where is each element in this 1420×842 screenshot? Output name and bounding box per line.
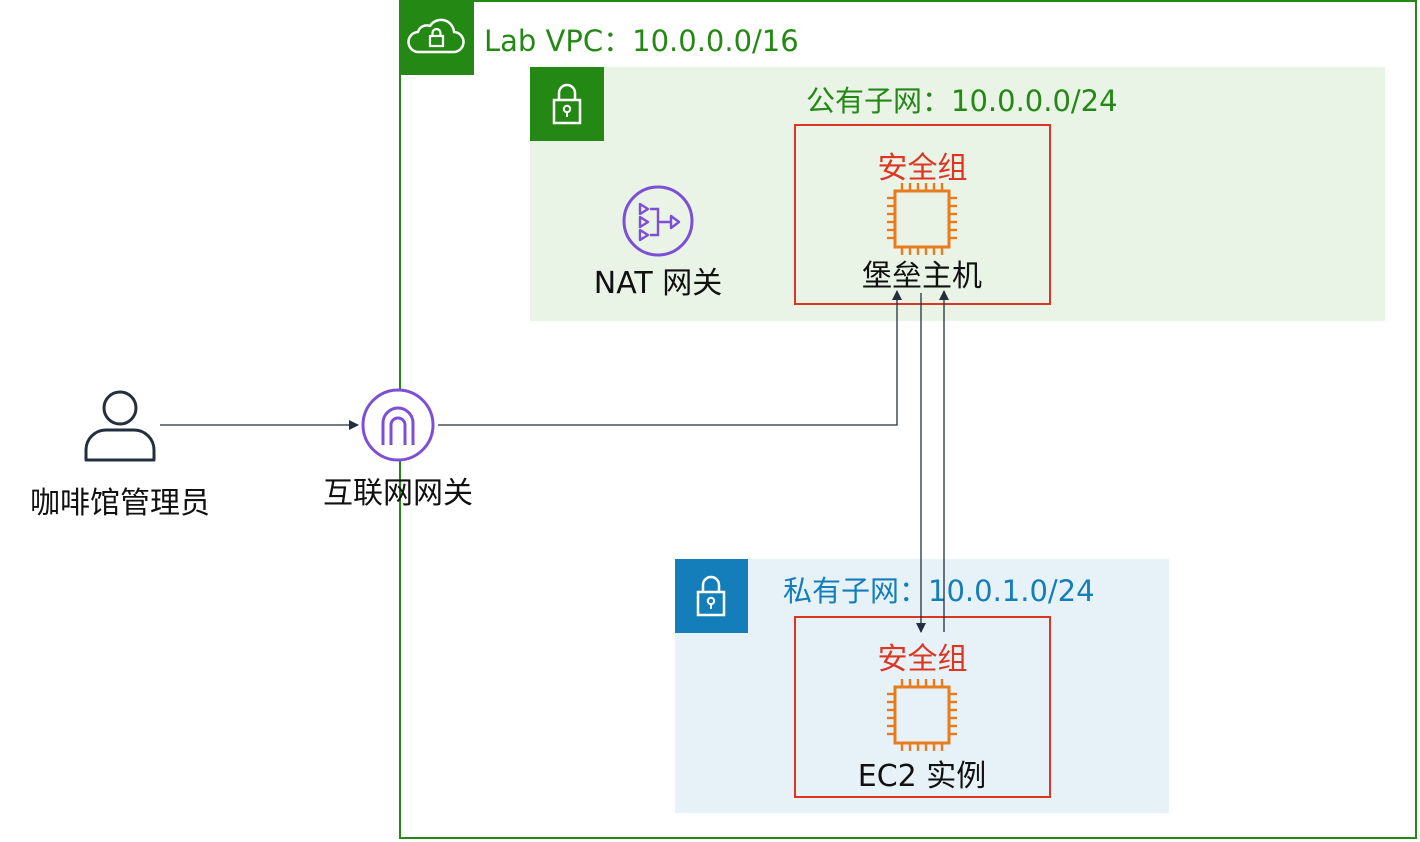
igw-to-bastion-arrow — [438, 290, 902, 426]
vpc-badge — [399, 0, 474, 75]
nat-gateway-label: NAT 网关 — [593, 266, 723, 301]
bastion-security-group-label: 安全组 — [877, 151, 968, 186]
ec2-instance-icon-wrap — [884, 679, 960, 751]
public-subnet — [530, 67, 1385, 321]
public-subnet-badge — [530, 67, 604, 141]
user-icon — [84, 390, 156, 462]
bastion-host-label: 堡垒主机 — [862, 259, 982, 294]
ec2-instance-label: EC2 实例 — [857, 759, 987, 794]
cafe-admin-label: 咖啡馆管理员 — [30, 486, 210, 521]
private-subnet-label: 私有子网：10.0.1.0/24 — [783, 574, 1095, 608]
bastion-security-group — [794, 124, 1051, 305]
ec2-chip-icon — [887, 679, 957, 751]
internet-gateway — [360, 387, 436, 463]
vpc-label: Lab VPC：10.0.0.0/16 — [484, 24, 799, 58]
internet-gateway-icon — [361, 388, 435, 462]
ec2-security-group-label: 安全组 — [877, 642, 968, 677]
cafe-admin — [82, 388, 158, 462]
lock-icon — [552, 83, 582, 125]
private-subnet-badge — [675, 559, 748, 633]
public-subnet-label: 公有子网：10.0.0.0/24 — [806, 84, 1118, 118]
ec2-security-group — [794, 616, 1051, 798]
bastion-host-icon-wrap — [884, 183, 960, 255]
internet-gateway-label: 互联网网关 — [323, 476, 473, 511]
ec2-chip-icon — [887, 183, 957, 255]
cloud-lock-icon — [407, 18, 465, 54]
nat-gateway-icon — [622, 185, 694, 257]
nat-gateway — [620, 183, 696, 259]
lock-icon — [696, 575, 726, 617]
